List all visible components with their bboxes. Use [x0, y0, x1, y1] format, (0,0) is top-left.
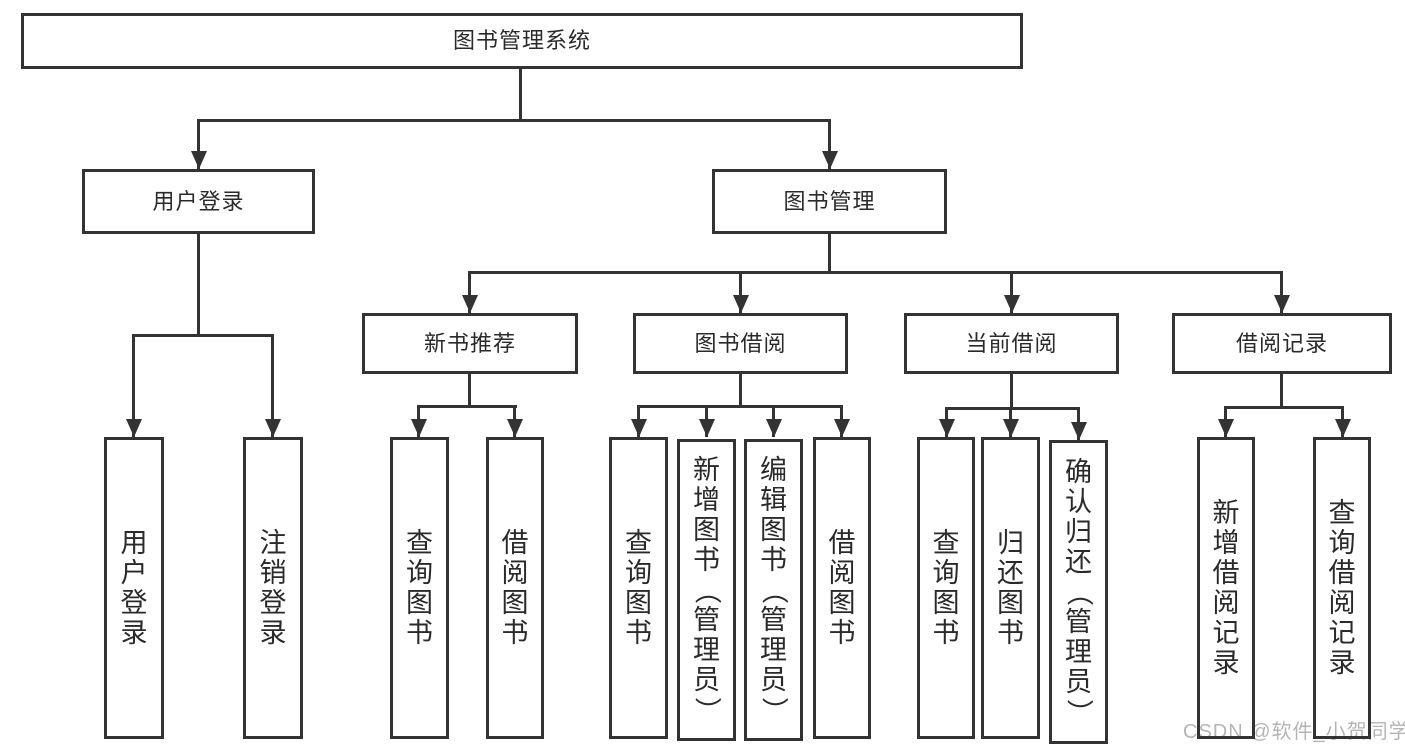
connector-book-borrow-stub	[739, 374, 742, 406]
node-leaf-cb-confirm-label: 确认归还（管理员）	[1064, 456, 1094, 726]
node-leaf-bb-edit: 编辑图书（管理员）	[744, 439, 803, 741]
arrow-to-leaf-cb-query	[945, 408, 948, 437]
arrow-to-current-borrow	[1010, 272, 1013, 313]
node-new-book-rec: 新书推荐	[362, 313, 578, 374]
arrow-to-user-login	[197, 120, 200, 169]
connector-user-login-rail	[132, 334, 274, 337]
arrow-to-new-book-rec	[468, 272, 471, 313]
connector-level2-rail	[197, 119, 831, 122]
node-leaf-cb-confirm: 确认归还（管理员）	[1049, 440, 1108, 744]
connector-borrow-record-stub	[1280, 374, 1283, 407]
arrow-to-leaf-cb-confirm	[1077, 408, 1080, 440]
arrow-to-leaf-logout	[271, 335, 274, 437]
connector-borrow-record-rail	[1224, 406, 1344, 409]
connector-level3-rail	[468, 271, 1283, 274]
arrow-to-leaf-nbr-borrow	[513, 406, 516, 437]
connector-book-mgmt-stub	[828, 234, 831, 272]
arrow-to-leaf-bb-borrow	[840, 406, 843, 437]
node-leaf-bb-add: 新增图书（管理员）	[677, 439, 736, 741]
arrow-to-book-mgmt	[828, 120, 831, 169]
node-current-borrow-label: 当前借阅	[965, 330, 1058, 356]
connector-root-stub	[519, 69, 522, 120]
connector-current-borrow-rail	[945, 407, 1080, 410]
arrow-to-leaf-br-query	[1341, 407, 1344, 437]
arrow-to-leaf-bb-edit	[772, 406, 775, 437]
arrow-to-leaf-cb-return	[1009, 408, 1012, 437]
node-root: 图书管理系统	[21, 13, 1023, 69]
node-borrow-record: 借阅记录	[1172, 313, 1392, 374]
node-leaf-br-query: 查询借阅记录	[1313, 437, 1371, 739]
node-current-borrow: 当前借阅	[904, 313, 1119, 374]
node-leaf-bb-query-label: 查询图书	[625, 527, 652, 648]
node-leaf-logout: 注销登录	[243, 437, 303, 739]
node-leaf-cb-query: 查询图书	[917, 437, 975, 739]
arrow-to-leaf-bb-query	[637, 406, 640, 437]
node-new-book-rec-label: 新书推荐	[423, 330, 516, 356]
connector-book-borrow-rail	[637, 405, 843, 408]
arrow-to-leaf-user-login	[132, 335, 135, 437]
node-leaf-logout-label: 注销登录	[259, 527, 287, 648]
arrow-to-leaf-bb-add	[705, 406, 708, 437]
connector-new-book-rec-stub	[468, 374, 471, 406]
node-leaf-user-login-label: 用户登录	[120, 527, 148, 648]
node-user-login-label: 用户登录	[152, 188, 245, 214]
node-leaf-bb-borrow: 借阅图书	[813, 437, 871, 739]
node-user-login: 用户登录	[82, 169, 315, 234]
node-leaf-cb-query-label: 查询图书	[932, 527, 960, 648]
node-leaf-cb-return: 归还图书	[981, 437, 1040, 739]
arrow-to-borrow-record	[1280, 272, 1283, 313]
node-book-borrow: 图书借阅	[633, 313, 848, 374]
connector-new-book-rec-rail	[417, 405, 517, 408]
node-leaf-user-login: 用户登录	[104, 437, 164, 739]
node-leaf-br-add: 新增借阅记录	[1197, 437, 1255, 739]
node-leaf-br-add-label: 新增借阅记录	[1212, 497, 1240, 678]
node-book-mgmt: 图书管理	[712, 169, 947, 234]
node-borrow-record-label: 借阅记录	[1235, 330, 1328, 356]
connector-current-borrow-stub	[1010, 374, 1013, 408]
node-leaf-bb-edit-label: 编辑图书（管理员）	[759, 454, 789, 724]
node-leaf-nbr-borrow-label: 借阅图书	[501, 527, 529, 648]
node-leaf-nbr-borrow: 借阅图书	[486, 437, 544, 739]
connector-user-login-stub	[197, 234, 200, 335]
arrow-to-leaf-nbr-query	[417, 406, 420, 437]
node-leaf-cb-return-label: 归还图书	[997, 527, 1024, 648]
arrow-to-book-borrow	[739, 272, 742, 313]
node-leaf-nbr-query-label: 查询图书	[406, 527, 433, 648]
node-leaf-br-query-label: 查询借阅记录	[1328, 497, 1356, 678]
node-leaf-bb-query: 查询图书	[609, 437, 668, 739]
arrow-to-leaf-br-add	[1224, 407, 1227, 437]
node-root-label: 图书管理系统	[452, 28, 591, 53]
node-book-borrow-label: 图书借阅	[694, 330, 787, 356]
node-leaf-bb-add-label: 新增图书（管理员）	[692, 454, 722, 724]
node-book-mgmt-label: 图书管理	[783, 188, 876, 214]
node-leaf-bb-borrow-label: 借阅图书	[828, 527, 856, 648]
node-leaf-nbr-query: 查询图书	[390, 437, 449, 739]
